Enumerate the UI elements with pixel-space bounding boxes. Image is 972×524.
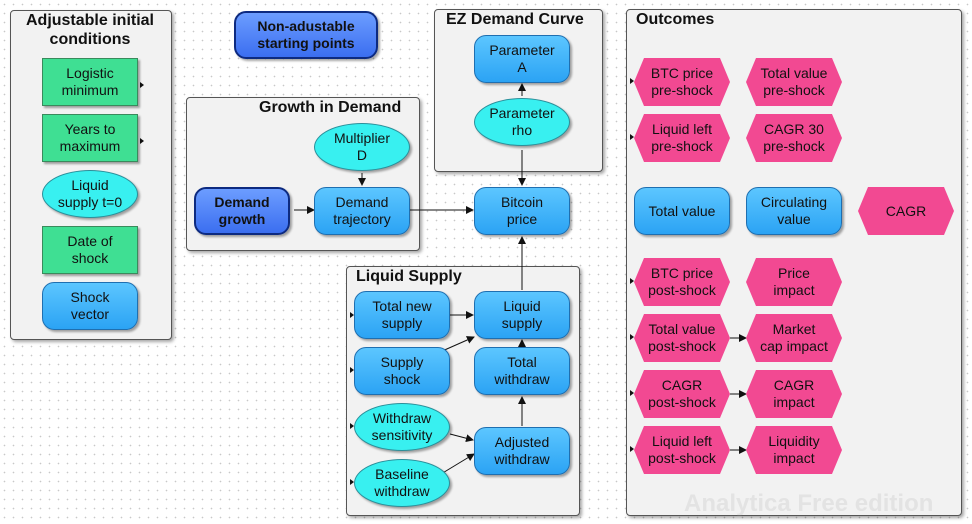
shock-vector-label: Shock vector xyxy=(70,289,110,322)
arrow-baseline-to-adjusted xyxy=(440,453,475,475)
in-marker-sensitivity xyxy=(350,423,354,429)
cagr-node[interactable]: CAGR xyxy=(858,187,954,235)
in-marker-newsupply xyxy=(350,312,354,318)
total-value-post-shock-node[interactable]: Total value post-shock xyxy=(634,314,730,362)
circulating-value-node[interactable]: Circulating value xyxy=(746,187,842,235)
in-marker-btc-post xyxy=(630,278,634,284)
in-marker-baseline xyxy=(350,479,354,485)
multiplier-d-node[interactable]: Multiplier D xyxy=(314,123,410,171)
circulating-value-label: Circulating value xyxy=(760,194,828,227)
non-adjustable-label: Non-adustable starting points xyxy=(257,18,355,51)
total-value-post-label: Total value post-shock xyxy=(648,321,716,354)
total-withdraw-node[interactable]: Total withdraw xyxy=(474,347,570,395)
price-impact-node[interactable]: Price impact xyxy=(746,258,842,306)
demand-trajectory-node[interactable]: Demand trajectory xyxy=(314,187,410,235)
frame-title-outcomes: Outcomes xyxy=(636,11,715,28)
parameter-rho-label: Parameter rho xyxy=(489,105,555,138)
liquid-supply-t0-node[interactable]: Liquid supply t=0 xyxy=(42,170,138,218)
liquidity-impact-label: Liquidity impact xyxy=(768,433,820,466)
in-marker-value-post xyxy=(630,334,634,340)
bitcoin-price-node[interactable]: Bitcoin price xyxy=(474,187,570,235)
shock-vector-node[interactable]: Shock vector xyxy=(42,282,138,330)
demand-growth-node[interactable]: Demand growth xyxy=(194,187,290,235)
parameter-a-node[interactable]: Parameter A xyxy=(474,35,570,83)
cagr30-pre-shock-node[interactable]: CAGR 30 pre-shock xyxy=(746,114,842,162)
cagr-post-label: CAGR post-shock xyxy=(648,377,716,410)
in-marker-liquid-post xyxy=(630,446,634,452)
liquid-supply-t0-label: Liquid supply t=0 xyxy=(57,177,123,210)
liquid-left-post-shock-node[interactable]: Liquid left post-shock xyxy=(634,426,730,474)
arrow-sensitivity-to-adjusted xyxy=(449,433,474,443)
out-marker-logistic xyxy=(140,82,144,88)
market-cap-impact-node[interactable]: Market cap impact xyxy=(746,314,842,362)
cagr-impact-node[interactable]: CAGR impact xyxy=(746,370,842,418)
supply-shock-label: Supply shock xyxy=(380,354,424,387)
liquid-supply-label: Liquid supply xyxy=(501,298,543,331)
date-of-shock-node[interactable]: Date of shock xyxy=(42,226,138,274)
in-marker-btc-pre xyxy=(630,78,634,84)
total-withdraw-label: Total withdraw xyxy=(494,354,550,387)
market-cap-impact-label: Market cap impact xyxy=(760,321,828,354)
withdraw-sensitivity-label: Withdraw sensitivity xyxy=(371,410,433,443)
price-impact-label: Price impact xyxy=(773,265,815,298)
liquid-left-post-label: Liquid left post-shock xyxy=(648,433,716,466)
watermark: Analytica Free edition xyxy=(684,490,934,517)
liquid-left-pre-shock-node[interactable]: Liquid left pre-shock xyxy=(634,114,730,162)
in-marker-shock xyxy=(350,367,354,373)
logistic-minimum-label: Logistic minimum xyxy=(61,65,119,98)
frame-title-liquid: Liquid Supply xyxy=(356,268,462,285)
total-value-pre-shock-node[interactable]: Total value pre-shock xyxy=(746,58,842,106)
bitcoin-price-label: Bitcoin price xyxy=(500,194,544,227)
non-adjustable-starting-points-node[interactable]: Non-adustable starting points xyxy=(234,11,378,59)
adjusted-withdraw-label: Adjusted withdraw xyxy=(494,434,550,467)
frame-title-initial: Adjustable initial conditions xyxy=(25,12,154,48)
liquid-left-pre-label: Liquid left pre-shock xyxy=(651,121,713,154)
btc-price-post-label: BTC price post-shock xyxy=(648,265,716,298)
total-new-supply-node[interactable]: Total new supply xyxy=(354,291,450,339)
cagr-label: CAGR xyxy=(885,202,927,219)
years-to-maximum-node[interactable]: Years to maximum xyxy=(42,114,138,162)
frame-title-ez: EZ Demand Curve xyxy=(446,11,584,28)
date-of-shock-label: Date of shock xyxy=(67,233,113,266)
parameter-a-label: Parameter A xyxy=(489,42,555,75)
multiplier-d-label: Multiplier D xyxy=(333,130,390,163)
demand-growth-label: Demand growth xyxy=(214,194,270,227)
supply-shock-node[interactable]: Supply shock xyxy=(354,347,450,395)
demand-trajectory-label: Demand trajectory xyxy=(333,194,391,227)
logistic-minimum-node[interactable]: Logistic minimum xyxy=(42,58,138,106)
total-new-supply-label: Total new supply xyxy=(372,298,432,331)
parameter-rho-node[interactable]: Parameter rho xyxy=(474,98,570,146)
btc-price-pre-label: BTC price pre-shock xyxy=(650,65,714,98)
in-marker-cagr-post xyxy=(630,390,634,396)
cagr-impact-label: CAGR impact xyxy=(773,377,815,410)
btc-price-pre-shock-node[interactable]: BTC price pre-shock xyxy=(634,58,730,106)
liquidity-impact-node[interactable]: Liquidity impact xyxy=(746,426,842,474)
baseline-withdraw-node[interactable]: Baseline withdraw xyxy=(354,459,450,507)
in-marker-liquid-pre xyxy=(630,134,634,140)
out-marker-years xyxy=(140,138,144,144)
adjusted-withdraw-node[interactable]: Adjusted withdraw xyxy=(474,427,570,475)
withdraw-sensitivity-node[interactable]: Withdraw sensitivity xyxy=(354,403,450,451)
cagr30-pre-label: CAGR 30 pre-shock xyxy=(763,121,825,154)
btc-price-post-shock-node[interactable]: BTC price post-shock xyxy=(634,258,730,306)
years-to-maximum-label: Years to maximum xyxy=(59,121,121,154)
frame-title-growth: Growth in Demand xyxy=(259,99,402,116)
cagr-post-shock-node[interactable]: CAGR post-shock xyxy=(634,370,730,418)
total-value-label: Total value xyxy=(648,202,716,219)
total-value-node[interactable]: Total value xyxy=(634,187,730,235)
liquid-supply-node[interactable]: Liquid supply xyxy=(474,291,570,339)
total-value-pre-label: Total value pre-shock xyxy=(760,65,828,98)
baseline-withdraw-label: Baseline withdraw xyxy=(374,466,430,499)
